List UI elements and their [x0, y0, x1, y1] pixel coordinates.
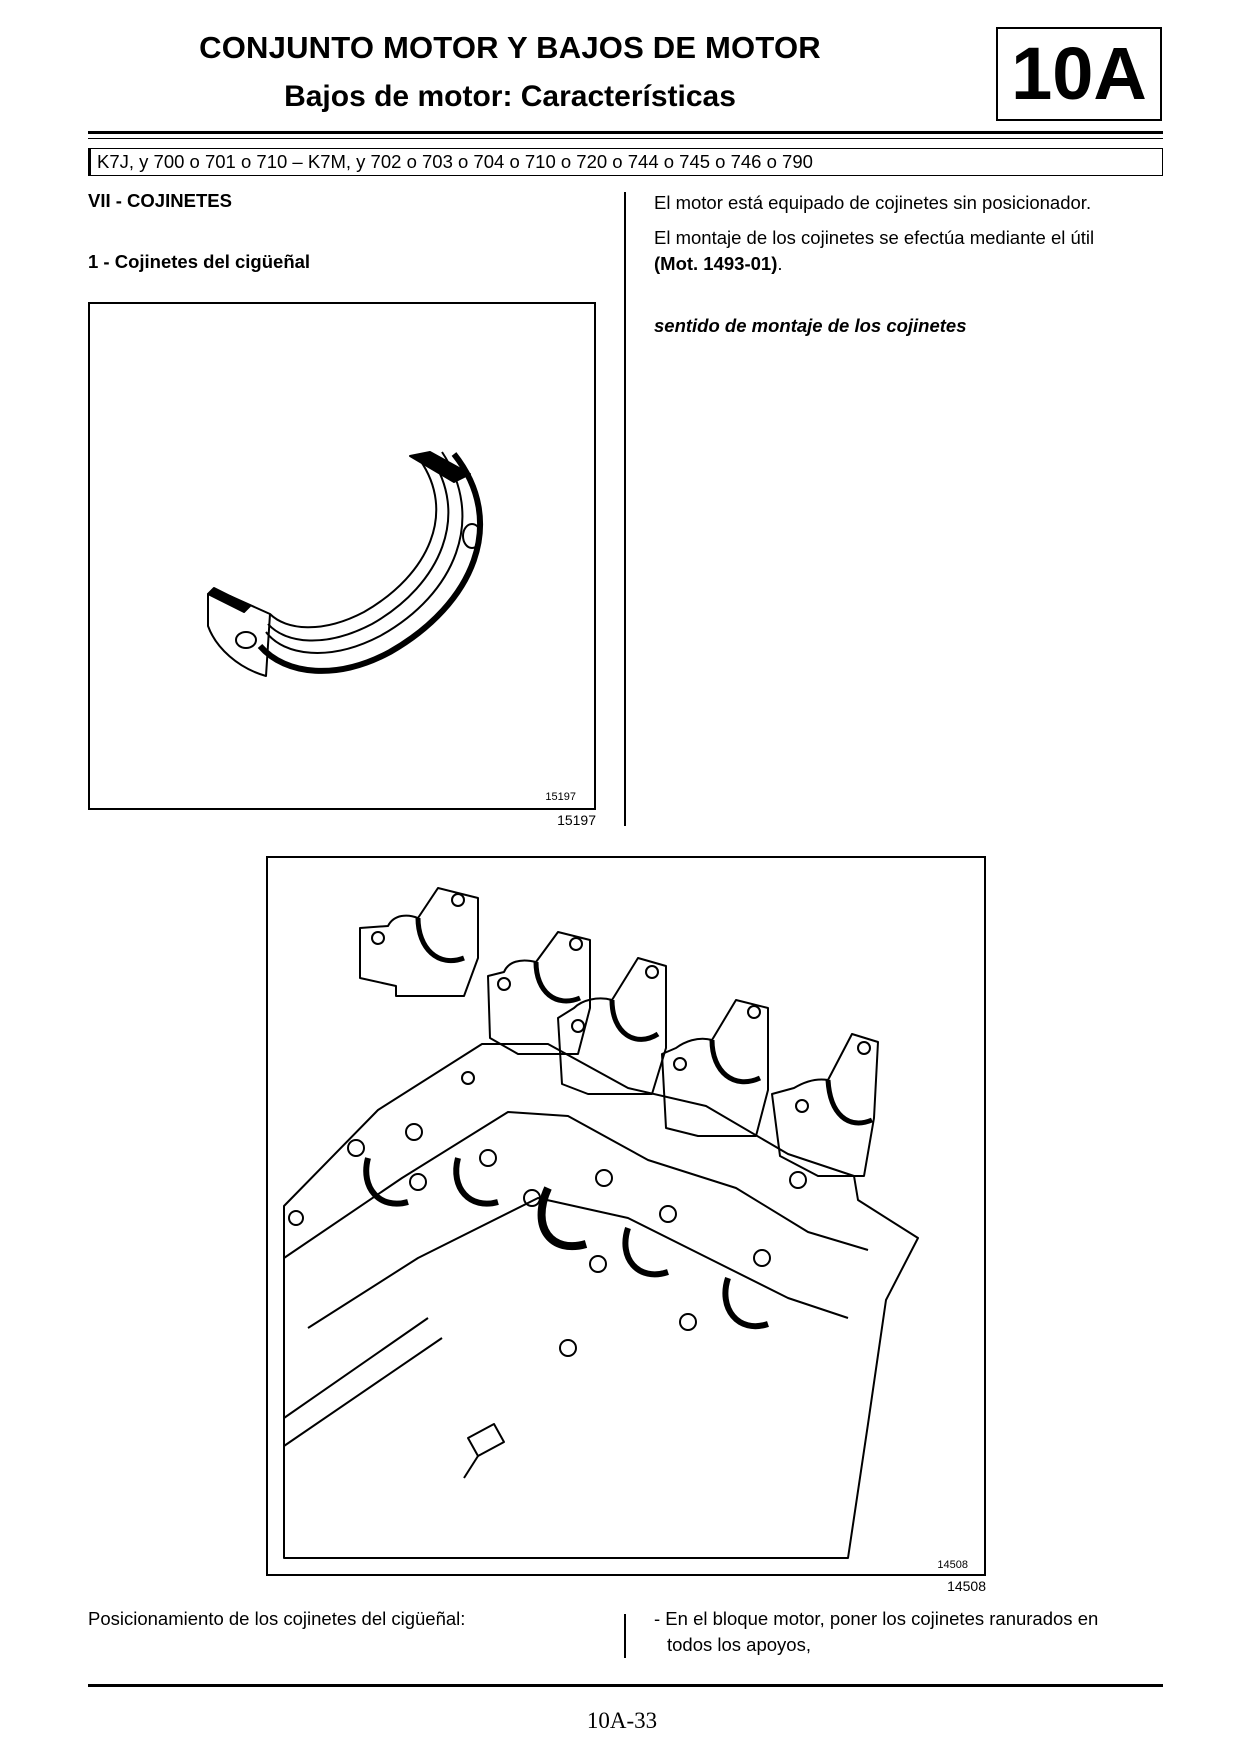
positioning-text: Posicionamiento de los cojinetes del cig… — [88, 1608, 466, 1629]
figure2-caption: 14508 — [947, 1578, 986, 1594]
instruction-line2: todos los apoyos, — [667, 1634, 811, 1655]
figure1-caption: 15197 — [557, 812, 596, 828]
bearing-cap-5 — [771, 1033, 879, 1177]
italic-heading-mounting-direction: sentido de montaje de los cojinetes — [654, 315, 967, 336]
header-rule-thick — [88, 131, 1163, 134]
footer-rule — [88, 1684, 1163, 1687]
bearing-cap-3 — [557, 957, 667, 1095]
sub-heading: 1 - Cojinetes del cigüeñal — [88, 251, 311, 272]
instruction-line1: - En el bloque motor, poner los cojinete… — [654, 1608, 1099, 1629]
bearing-cap-1 — [359, 887, 479, 997]
column-divider — [624, 192, 626, 826]
page-subtitle: Bajos de motor: Características — [284, 80, 736, 113]
bottom-column-divider — [624, 1614, 626, 1658]
figure2-inner-ref: 14508 — [937, 1559, 968, 1571]
engine-block-drawing: 14508 — [283, 887, 968, 1571]
header-rule-thin — [88, 138, 1163, 139]
section-heading: VII - COJINETES — [88, 190, 232, 211]
bearing-shell-drawing: 15197 — [207, 451, 576, 803]
figure1-inner-ref: 15197 — [545, 791, 576, 803]
page-title: CONJUNTO MOTOR Y BAJOS DE MOTOR — [199, 30, 821, 65]
instruction-list-item: - En el bloque motor, poner los cojinete… — [654, 1606, 1164, 1658]
paragraph-tool-mounting: El montaje de los cojinetes se efectúa m… — [654, 225, 1164, 277]
page-number: 10A-33 — [586, 1708, 658, 1733]
paragraph-tool-line1: El montaje de los cojinetes se efectúa m… — [654, 227, 1095, 248]
bearing-cap-2 — [487, 931, 591, 1055]
paragraph-end-dot: . — [777, 253, 783, 274]
bearing-cap-4 — [661, 999, 769, 1137]
applicability-box: K7J, y 700 o 701 o 710 – K7M, y 702 o 70… — [88, 148, 1163, 176]
paragraph-bearings-no-locator: El motor está equipado de cojinetes sin … — [654, 192, 1092, 213]
figure-engine-block: 14508 — [266, 856, 986, 1576]
tool-reference: (Mot. 1493-01) — [654, 253, 778, 274]
figure-bearing-shell: 15197 — [88, 302, 596, 810]
section-code-box: 10A — [996, 27, 1162, 121]
